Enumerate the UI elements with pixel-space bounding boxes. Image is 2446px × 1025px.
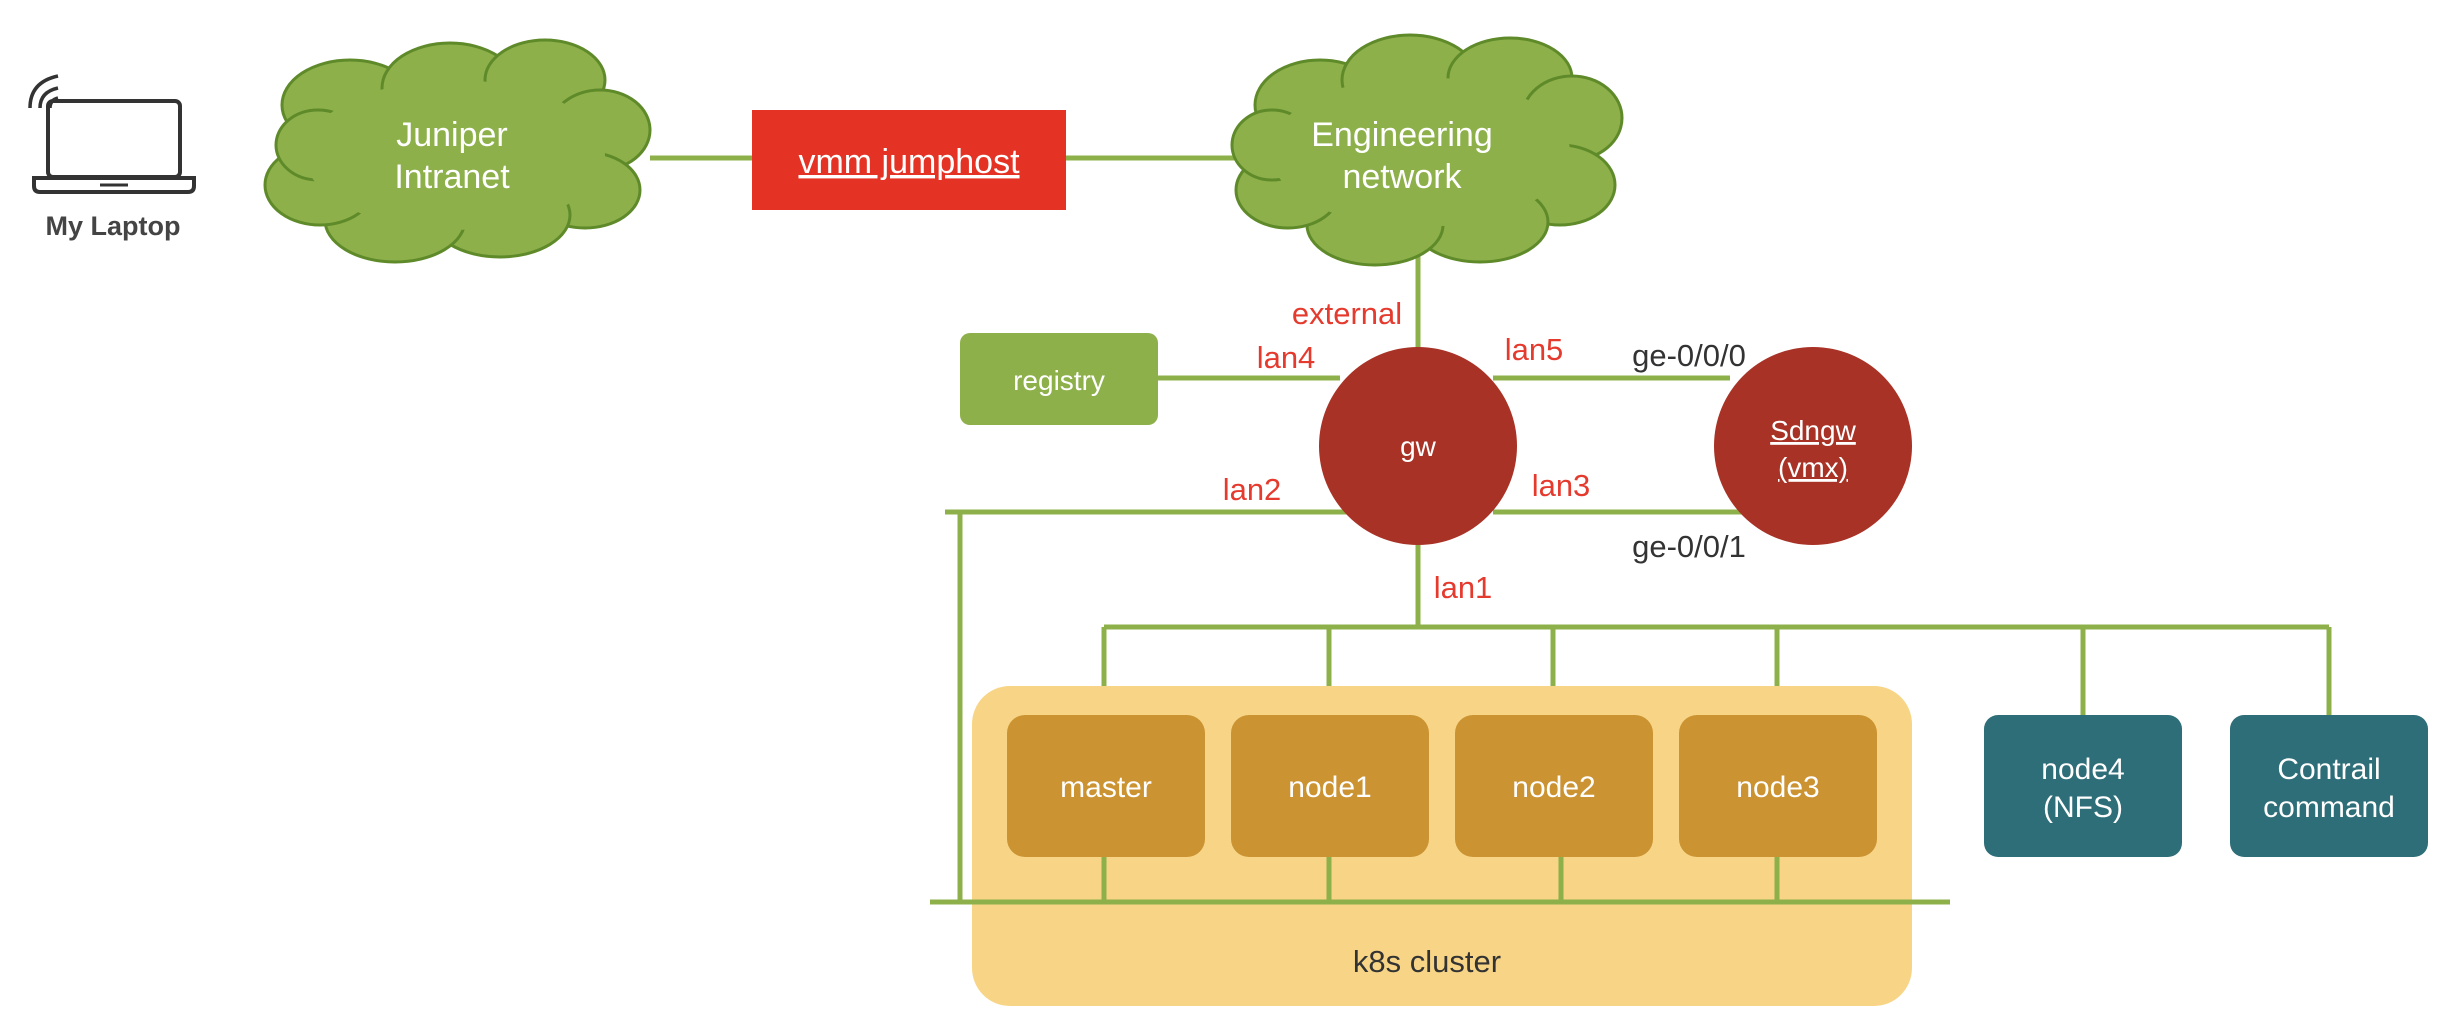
jumphost-label: vmm jumphost xyxy=(798,143,1020,181)
laptop: My Laptop xyxy=(28,74,196,241)
iface-ge0: ge-0/0/0 xyxy=(1632,338,1746,373)
node-master-label: master xyxy=(1060,771,1152,804)
juniper-cloud-line2: Intranet xyxy=(394,158,510,196)
contrail-line2: command xyxy=(2263,791,2395,824)
port-lan1: lan1 xyxy=(1434,570,1493,605)
port-lan2: lan2 xyxy=(1223,472,1282,507)
node4-line2: (NFS) xyxy=(2043,791,2123,824)
node-node2-label: node2 xyxy=(1512,771,1595,804)
port-labels: external lan4 lan5 lan2 lan3 lan1 xyxy=(1223,296,1591,605)
registry-box: registry xyxy=(960,333,1158,425)
k8s-cluster: k8s cluster xyxy=(930,686,1950,1006)
node-master: master xyxy=(1007,715,1205,857)
iface-ge1: ge-0/0/1 xyxy=(1632,529,1746,564)
laptop-wifi-icon xyxy=(28,74,196,194)
juniper-cloud-line1: Juniper xyxy=(396,116,508,154)
node-node1: node1 xyxy=(1231,715,1429,857)
registry-label: registry xyxy=(1013,365,1105,396)
gw-label: gw xyxy=(1400,431,1437,462)
cluster-label: k8s cluster xyxy=(1353,944,1501,979)
sdngw-line2: (vmx) xyxy=(1778,452,1848,483)
gw-router: gw xyxy=(1319,347,1517,545)
port-lan3: lan3 xyxy=(1532,468,1591,503)
node-node1-label: node1 xyxy=(1288,771,1371,804)
node-node3: node3 xyxy=(1679,715,1877,857)
port-lan4: lan4 xyxy=(1257,340,1316,375)
engineering-cloud-line2: network xyxy=(1342,158,1462,196)
port-lan5: lan5 xyxy=(1505,332,1564,367)
engineering-cloud-line1: Engineering xyxy=(1311,116,1492,154)
laptop-label: My Laptop xyxy=(46,211,181,241)
node4-line1: node4 xyxy=(2041,753,2124,786)
juniper-intranet-cloud: Juniper Intranet xyxy=(263,38,652,264)
node-node2: node2 xyxy=(1455,715,1653,857)
node-node3-label: node3 xyxy=(1736,771,1819,804)
interface-labels: ge-0/0/0 ge-0/0/1 xyxy=(1632,338,1746,564)
engineering-network-cloud: Engineering network xyxy=(1230,33,1624,267)
port-external: external xyxy=(1292,296,1402,331)
contrail-line1: Contrail xyxy=(2277,753,2380,786)
sdngw-line1: Sdngw xyxy=(1770,415,1856,446)
vmm-jumphost: vmm jumphost xyxy=(752,110,1066,210)
contrail-command: Contrail command xyxy=(2230,715,2428,857)
node4-nfs: node4 (NFS) xyxy=(1984,715,2182,857)
sdngw-router: Sdngw (vmx) xyxy=(1714,347,1912,545)
